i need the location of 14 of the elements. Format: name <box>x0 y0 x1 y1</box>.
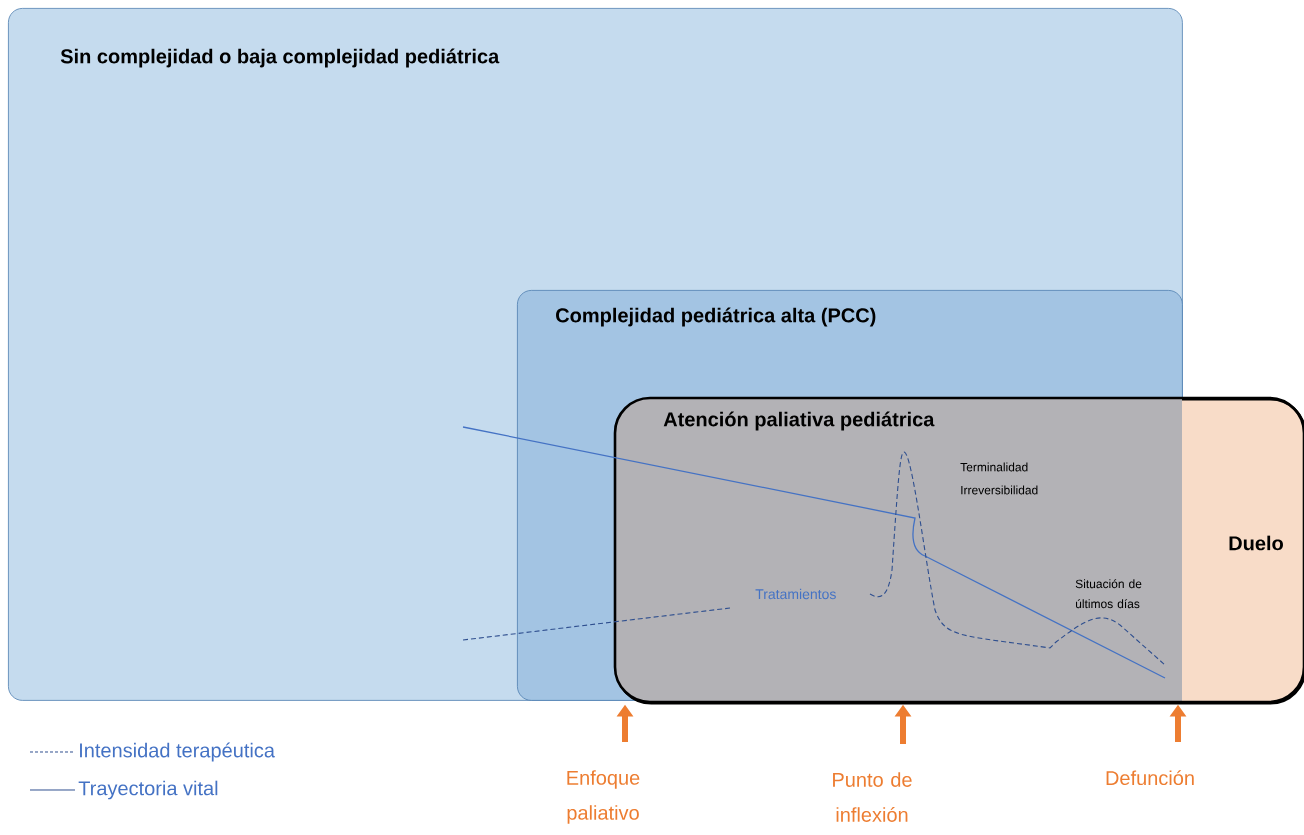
annotation-text: Situación de últimos días <box>1075 579 1142 609</box>
event-label: Defunción <box>1106 770 1194 786</box>
rounded-box <box>613 396 1304 705</box>
event-label: Enfoque paliativo <box>567 770 640 824</box>
region-heading: Atención paliativa pediátrica <box>663 411 935 431</box>
legend-text: Intensidad terapéutica <box>80 742 275 762</box>
curve-label: Tratamientos <box>755 588 836 600</box>
region-heading: Complejidad pediátrica alta (PCC) <box>556 307 876 327</box>
annotation-text: Terminalidad <box>960 462 1028 472</box>
annotation-text: Irreversibilidad <box>961 485 1038 495</box>
region-heading: Sin complejidad o baja complejidad pediátrica <box>60 48 500 68</box>
event-label: Punto de inflexión <box>833 772 912 822</box>
legend-text: Trayectoria vital <box>78 780 218 800</box>
duelo-label: Duelo <box>1229 535 1283 551</box>
